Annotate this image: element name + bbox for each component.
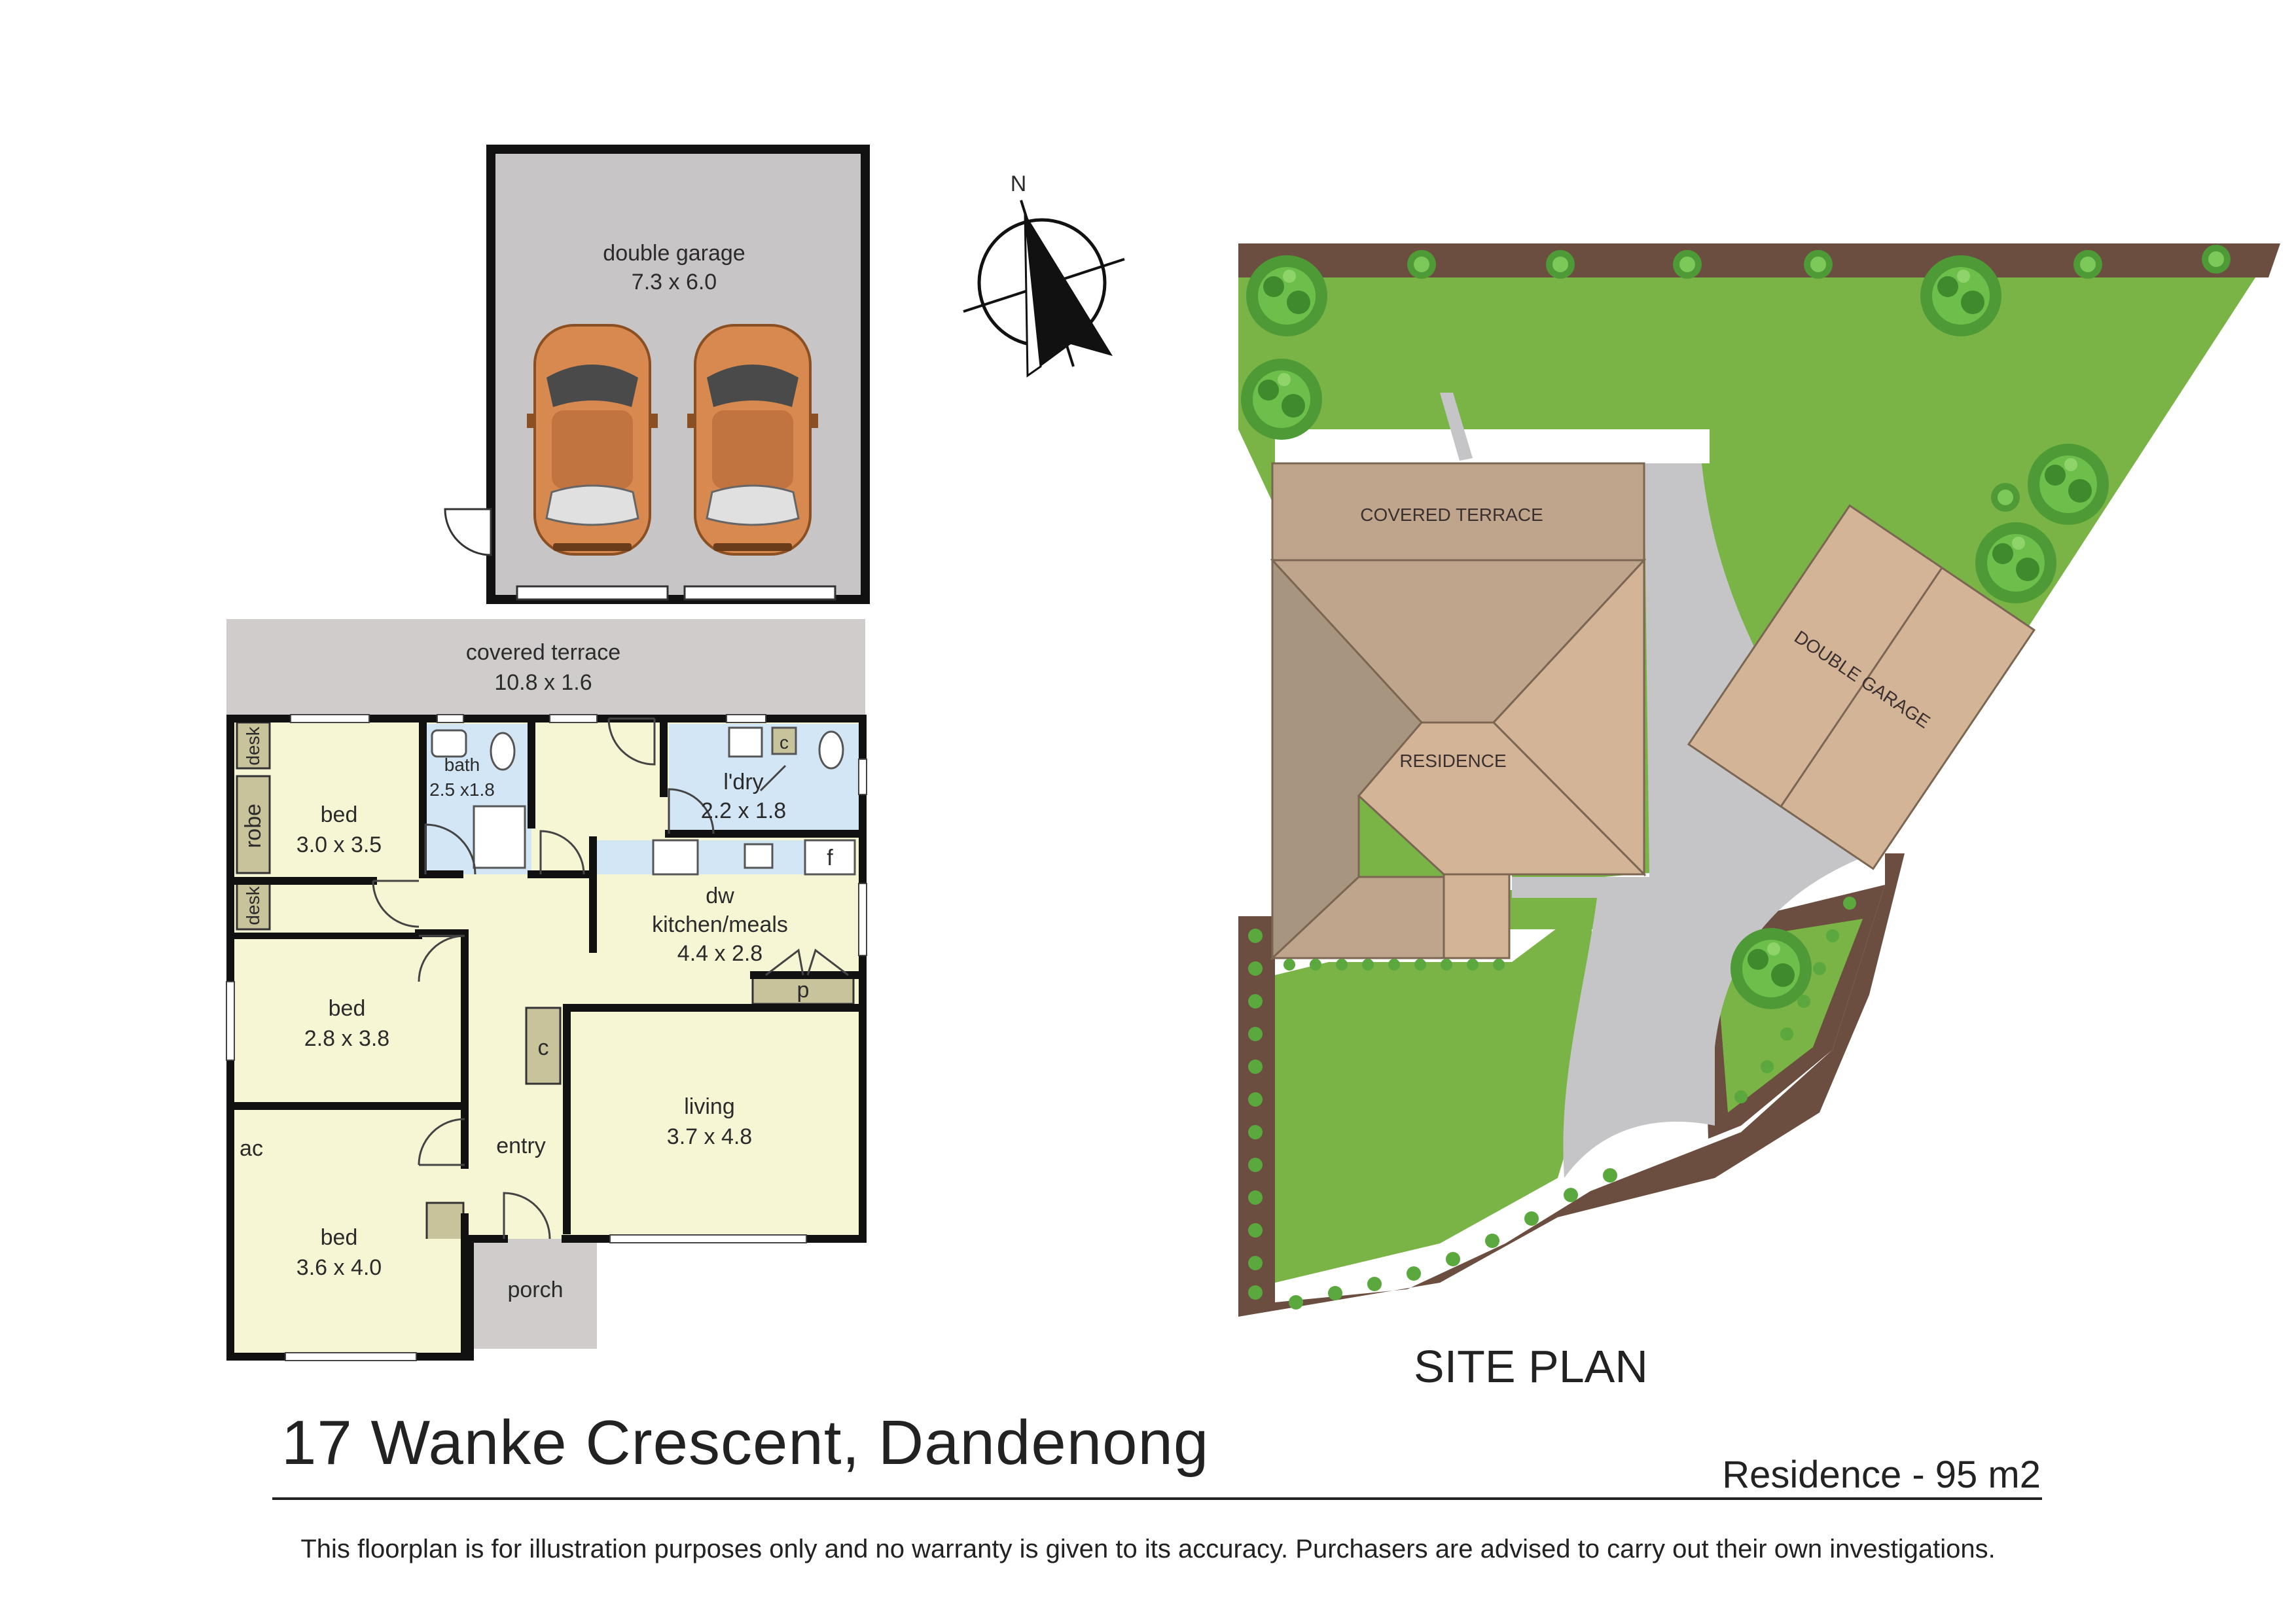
terrace-size: 10.8 x 1.6 [494,670,592,695]
bed1-size: 3.0 x 3.5 [296,832,382,857]
tree-icon [2028,444,2109,525]
garage-side-door [444,508,492,556]
lawn-front [1275,903,1597,1283]
toilet-icon [490,732,516,771]
kitchen-size: 4.4 x 2.8 [677,941,762,966]
terrace-name: covered terrace [466,640,620,665]
windows [226,714,867,1361]
desk-top-label: desk [243,726,263,765]
entry-label: entry [496,1133,546,1158]
hedge-dots [1248,897,1856,1310]
sink-icon [744,843,774,869]
cooktop-icon [652,839,699,876]
shrub-icon [1804,250,1833,279]
shrub-icon [1407,250,1436,279]
site-covered-terrace-label: COVERED TERRACE [1360,505,1543,525]
desk-top [236,721,271,770]
garage-door-right [683,585,836,601]
site-plan: COVERED TERRACE RESIDENCE DOUBLE GARAGE [1238,243,2280,1317]
garage-size: 7.3 x 6.0 [632,270,717,294]
porch [474,1239,597,1349]
disclaimer: This floorplan is for illustration purpo… [300,1535,1996,1563]
bed3-size: 3.6 x 4.0 [296,1255,382,1280]
kitchen-name: kitchen/meals [652,912,788,937]
toilet-icon [818,730,844,770]
tree-icon [1246,255,1327,336]
compass: N [963,171,1125,378]
tree-icon [1975,522,2056,603]
garage-name: double garage [603,241,745,266]
laundry-cupboard-label: c [780,732,789,753]
bed2-size: 2.8 x 3.8 [304,1026,389,1051]
site-double-garage [1687,504,2036,870]
pantry-label: p [797,978,810,1003]
shrub-icon [1991,483,2020,512]
living-name: living [684,1094,734,1119]
property-address: 17 Wanke Crescent, Dandenong [281,1408,1210,1478]
tub-icon [728,726,763,758]
floorplan: double garage 7.3 x 6.0 covered terrace … [226,145,870,1361]
living-size: 3.7 x 4.8 [667,1124,752,1149]
tree-icon [1920,255,2001,336]
car-icon [686,324,819,556]
residence-area: Residence - 95 m2 [1722,1454,2041,1496]
shrub-icon [1546,250,1575,279]
porch-label: porch [507,1277,563,1302]
laundry-cupboard [771,726,797,755]
desk-bottom [236,880,271,931]
title-rule [272,1497,2042,1500]
laundry-size: 2.2 x 1.8 [701,798,786,823]
shrub-icon [2202,245,2231,274]
hall-cupboard [525,1007,562,1085]
driveway [1512,463,1880,1178]
site-residence-label: RESIDENCE [1399,751,1506,771]
shrub-icon [2073,250,2102,279]
bath-name: bath [444,755,480,775]
shrub-icon [1673,250,1702,279]
laundry-name: l'dry [723,770,763,794]
bath-size: 2.5 x1.8 [429,779,495,800]
site-plan-heading: SITE PLAN [1414,1341,1648,1392]
car-icon [526,324,659,556]
bed2-name: bed [329,996,366,1021]
ac-label: ac [240,1136,263,1161]
garage-door-left [516,585,669,601]
covered-terrace [226,619,865,716]
door-swings [372,717,849,1240]
garden-bed-top [1238,243,2280,277]
tree-icon [1241,359,1322,440]
robe-bed1 [236,775,271,874]
robe-bed1-label: robe [241,804,266,848]
north-arrow-icon [1025,213,1113,366]
fridge-label: f [827,846,833,870]
desk-bottom-label: desk [243,885,263,925]
fridge-space [804,839,856,876]
walls [226,715,867,1361]
shower-icon [473,805,526,869]
residence-roof [1270,558,1647,961]
bed3-name: bed [321,1225,358,1250]
hall-cupboard-label: c [538,1035,549,1060]
bed3-lower [230,1239,467,1357]
dishwasher-label: dw [706,883,734,908]
bed1-name: bed [321,802,358,827]
north-label: N [1011,171,1027,196]
basin-icon [431,729,467,758]
lawn-rear [1238,277,2255,885]
